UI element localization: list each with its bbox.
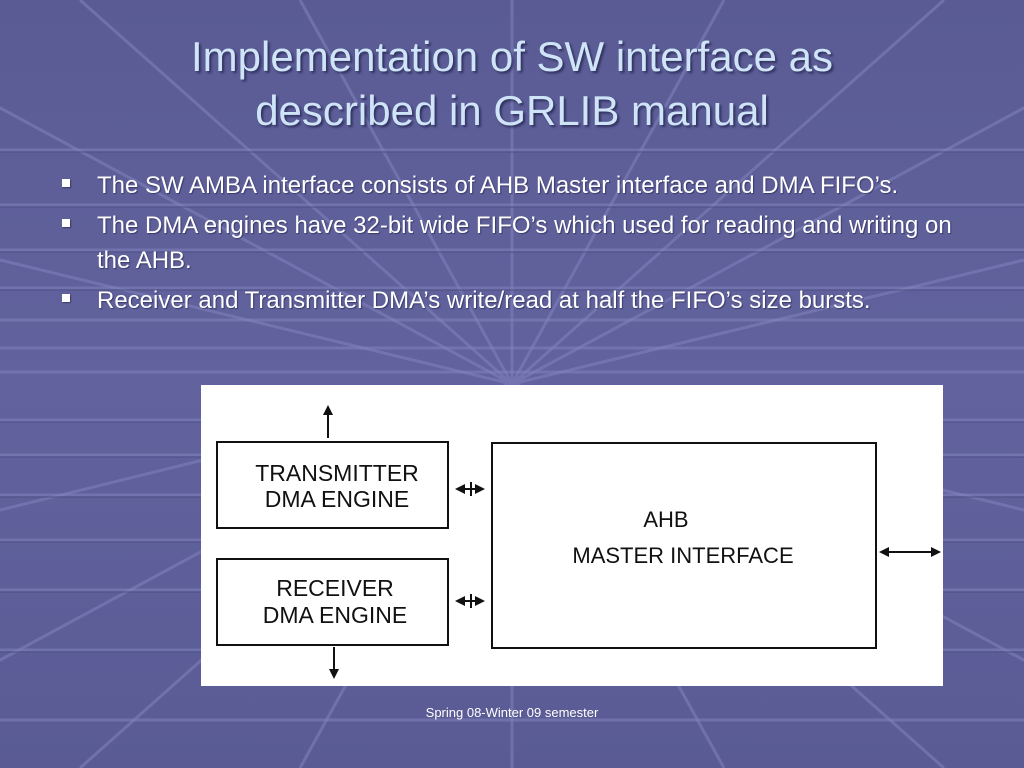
receiver-label-2: DMA ENGINE <box>263 602 407 628</box>
ahb-label-1: AHB <box>643 507 688 532</box>
transmitter-label-2: DMA ENGINE <box>265 486 409 512</box>
rx-ahb-bidirectional-arrow-icon <box>455 594 485 608</box>
receiver-label-1: RECEIVER <box>276 575 394 601</box>
ahb-master-box <box>491 442 877 649</box>
square-bullet-icon <box>62 294 70 302</box>
title-line-2: described in GRLIB manual <box>255 87 769 134</box>
bullet-text: The DMA engines have 32-bit wide FIFO’s … <box>97 212 952 274</box>
bullet-item: Receiver and Transmitter DMA’s write/rea… <box>60 283 965 318</box>
block-diagram: TRANSMITTER DMA ENGINE RECEIVER DMA ENGI… <box>201 385 943 686</box>
bullet-text: The SW AMBA interface consists of AHB Ma… <box>97 172 899 199</box>
ahb-label-2: MASTER INTERFACE <box>572 543 793 568</box>
slide-footer: Spring 08-Winter 09 semester <box>425 705 599 720</box>
transmitter-box <box>216 441 449 529</box>
bullet-text: Receiver and Transmitter DMA’s write/rea… <box>97 287 871 314</box>
square-bullet-icon <box>62 179 70 187</box>
tx-ahb-bidirectional-arrow-icon <box>455 482 485 496</box>
receiver-box <box>216 558 449 646</box>
bullet-item: The DMA engines have 32-bit wide FIFO’s … <box>60 208 965 278</box>
title-line-1: Implementation of SW interface as <box>191 33 833 80</box>
bullet-item: The SW AMBA interface consists of AHB Ma… <box>60 168 965 203</box>
transmitter-label-1: TRANSMITTER <box>255 460 419 486</box>
bullet-list: The SW AMBA interface consists of AHB Ma… <box>60 168 965 323</box>
slide-title: Implementation of SW interface as descri… <box>0 30 1024 138</box>
square-bullet-icon <box>62 219 70 227</box>
